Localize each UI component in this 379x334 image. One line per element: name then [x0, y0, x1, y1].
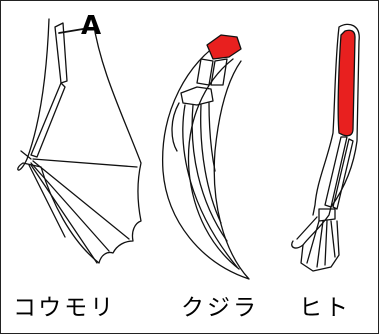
- bat-wing: [18, 19, 141, 263]
- human-humerus: [338, 30, 355, 136]
- human-label: ヒト: [299, 288, 351, 322]
- whale-humerus: [207, 35, 241, 59]
- human-finger-1: [307, 221, 319, 263]
- bat-finger-4: [31, 165, 97, 263]
- whale-flipper-outline: [163, 41, 249, 279]
- label-a: A: [81, 11, 101, 41]
- whale-digit-3: [201, 105, 221, 223]
- bat-finger-5: [29, 165, 65, 237]
- bat-radius: [31, 83, 65, 157]
- whale-flipper: [163, 35, 249, 279]
- bat-finger-2: [33, 161, 129, 239]
- whale-digit-5: [172, 103, 179, 151]
- label-a-leader: [59, 29, 83, 33]
- human-thumb: [297, 217, 317, 239]
- bat-finger-1: [33, 159, 137, 167]
- whale-label: クジラ: [181, 288, 259, 322]
- whale-radius: [197, 59, 213, 85]
- bat-finger-3: [31, 163, 109, 251]
- human-carpals: [319, 209, 335, 221]
- whale-carpals: [181, 87, 213, 105]
- human-finger-4: [331, 221, 335, 257]
- bat-label: コウモリ: [13, 288, 116, 322]
- human-finger-3: [325, 221, 327, 265]
- human-arm: [292, 24, 359, 271]
